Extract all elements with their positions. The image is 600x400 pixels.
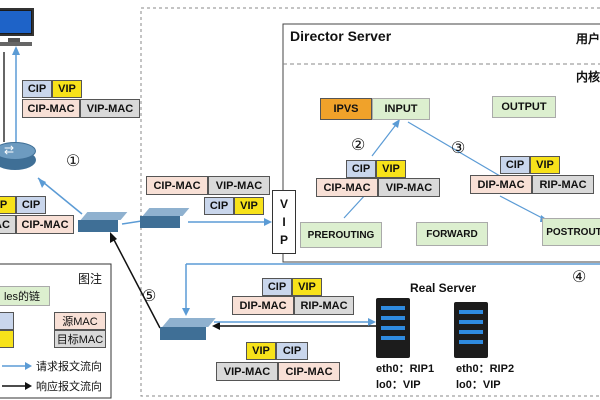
legend-response-label: 响应报文流向 — [36, 381, 102, 393]
src-ip-cell: CIP — [22, 80, 52, 98]
client-computer-icon — [0, 8, 38, 48]
dst-ip-cell: VIP — [530, 156, 560, 174]
switch-icon — [160, 318, 216, 342]
legend-request-arrowhead — [25, 362, 32, 370]
step-2-label: ② — [351, 137, 366, 154]
netfilter-flow-line — [343, 193, 367, 219]
server-rack-icon — [376, 298, 410, 358]
legend-response-arrowhead — [25, 382, 32, 390]
netfilter-flow-line — [499, 195, 547, 221]
dst-mac-cell: RIP-MAC — [294, 296, 354, 315]
netfilter-flow-line — [371, 121, 399, 157]
vip-letter: P — [279, 233, 288, 247]
router-switch-line — [37, 177, 83, 215]
ipvs-hook: IPVS — [320, 98, 372, 120]
director-frame — [140, 7, 600, 397]
director-server-box — [282, 23, 600, 263]
rs1-eth0-label: eth0：RIP1 — [376, 363, 435, 375]
vip-interface: V I P — [272, 190, 296, 254]
real-server-title: Real Server — [410, 281, 477, 295]
src-mac-cell: CIP-MAC — [146, 176, 208, 195]
legend-box — [0, 263, 112, 399]
legend-src-ip-swatch — [0, 312, 14, 330]
src-ip-cell: CIP — [204, 197, 234, 215]
rs1-lo0-label: lo0：VIP — [376, 379, 421, 391]
dst-mac-cell: CIP-MAC — [278, 362, 340, 381]
dst-ip-cell: VIP — [52, 80, 82, 98]
user-space-label: 用户 — [576, 32, 600, 46]
router-icon: ⇄ — [0, 140, 38, 174]
request-arrowhead — [38, 178, 46, 188]
legend-chain-swatch: les的链 — [0, 286, 50, 306]
step-4-label: ④ — [572, 269, 587, 286]
request-arrowhead — [392, 119, 400, 128]
src-ip-cell: VIP — [246, 342, 276, 360]
dst-ip-cell: VIP — [376, 160, 406, 178]
request-arrowhead — [182, 308, 190, 316]
dst-mac-cell: VIP-MAC — [80, 99, 140, 118]
kernel-space-label: 内核 — [576, 70, 600, 84]
forward-hook: FORWARD — [416, 222, 488, 246]
legend-request-label: 请求报文流向 — [36, 361, 102, 373]
request-arrowhead — [12, 46, 20, 55]
step-5-label: ⑤ — [142, 288, 157, 305]
src-mac-cell: CIP-MAC — [316, 178, 378, 197]
src-mac-cell: DIP-MAC — [470, 175, 532, 194]
dst-ip-cell: CIP — [276, 342, 308, 360]
dst-ip-cell: VIP — [234, 197, 264, 215]
src-ip-cell: CIP — [262, 278, 292, 296]
src-mac-cell: VIP-MAC — [216, 362, 278, 381]
request-arrowhead — [368, 318, 376, 326]
rs2-lo0-label: lo0：VIP — [456, 379, 501, 391]
src-mac-cell: DIP-MAC — [232, 296, 294, 315]
step-1-label: ① — [66, 153, 81, 170]
request-arrowhead — [264, 218, 272, 226]
vip-letter: V — [279, 197, 288, 211]
input-hook: INPUT — [372, 98, 430, 120]
response-arrowhead — [110, 232, 117, 243]
legend-dst-ip-swatch — [0, 330, 14, 348]
dst-mac-cell: RIP-MAC — [532, 175, 594, 194]
dst-ip-cell: VIP — [292, 278, 322, 296]
dst-ip-cell: IP — [0, 196, 16, 214]
dst-mac-cell: VIP-MAC — [208, 176, 270, 195]
netfilter-flow-line — [407, 121, 501, 177]
legend-src-mac-swatch: 源MAC — [54, 312, 106, 330]
src-ip-cell: CIP — [346, 160, 376, 178]
postrouting-hook: POSTROUT — [542, 218, 600, 246]
output-hook: OUTPUT — [492, 96, 556, 118]
switch-icon — [140, 208, 190, 230]
dst-mac-cell: VIP-MAC — [378, 178, 440, 197]
vip-letter: I — [282, 215, 286, 229]
legend-title: 图注 — [78, 272, 103, 286]
src-mac-cell: CIP-MAC — [22, 99, 80, 118]
rs2-eth0-label: eth0：RIP2 — [456, 363, 515, 375]
director-server-title: Director Server — [290, 28, 392, 44]
switch-icon — [78, 212, 128, 234]
prerouting-hook: PREROUTING — [300, 222, 382, 248]
src-mac-cell: CIP-MAC — [16, 215, 74, 234]
server-rack-icon — [454, 302, 488, 358]
step-3-label: ③ — [451, 140, 466, 157]
response-line — [111, 235, 161, 329]
legend-dst-mac-swatch: 目标MAC — [54, 330, 106, 348]
dst-mac-cell: AC — [0, 215, 16, 234]
src-ip-cell: CIP — [16, 196, 46, 214]
src-ip-cell: CIP — [500, 156, 530, 174]
response-arrowhead — [212, 322, 220, 330]
